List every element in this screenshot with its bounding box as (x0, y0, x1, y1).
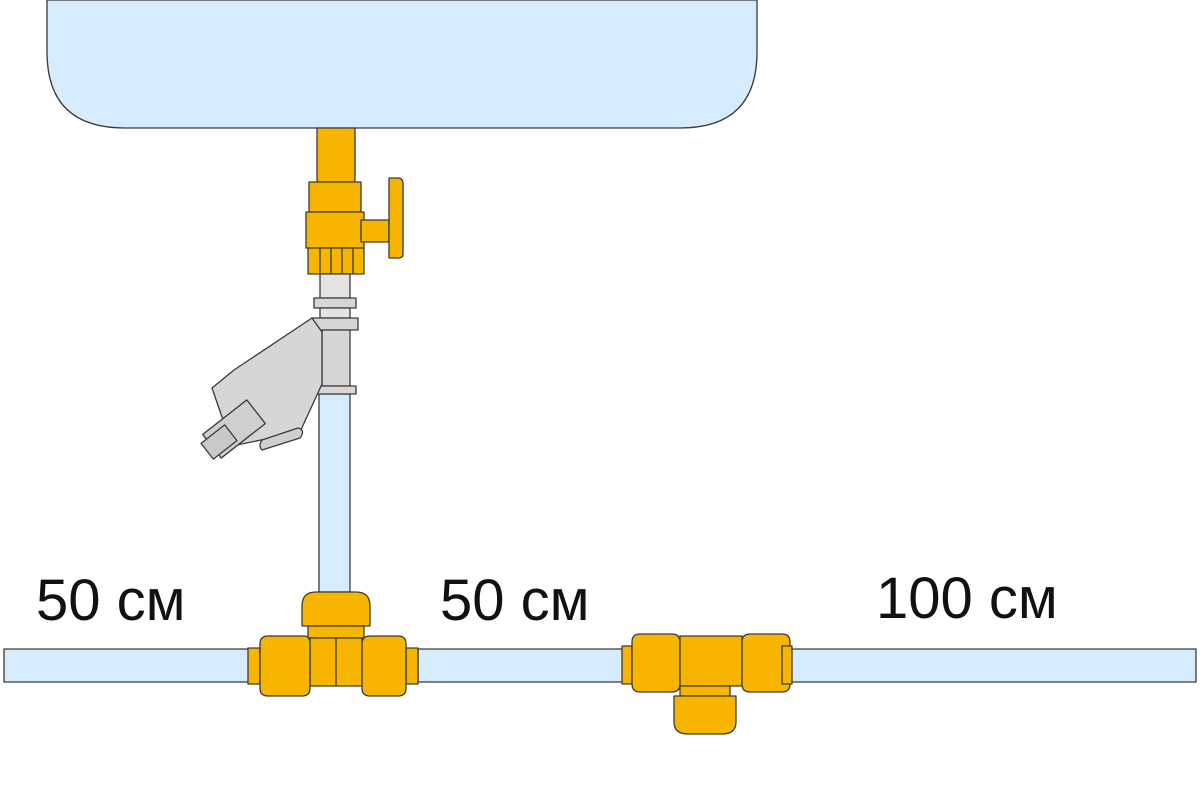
main-pipe-left (3, 648, 251, 683)
tee-fitting-left (247, 591, 419, 697)
main-pipe-right (789, 648, 1197, 683)
tee-fitting-right (621, 633, 793, 735)
y-strainer (200, 273, 359, 460)
segment-length-right: 100 см (876, 566, 1058, 631)
main-pipe-middle (417, 648, 625, 683)
tank-nipple (316, 127, 356, 183)
segment-length-middle: 50 см (440, 568, 590, 633)
water-tank (46, 0, 758, 129)
segment-length-left: 50 см (36, 568, 186, 633)
ball-valve (305, 177, 404, 275)
riser-pipe (318, 393, 351, 593)
